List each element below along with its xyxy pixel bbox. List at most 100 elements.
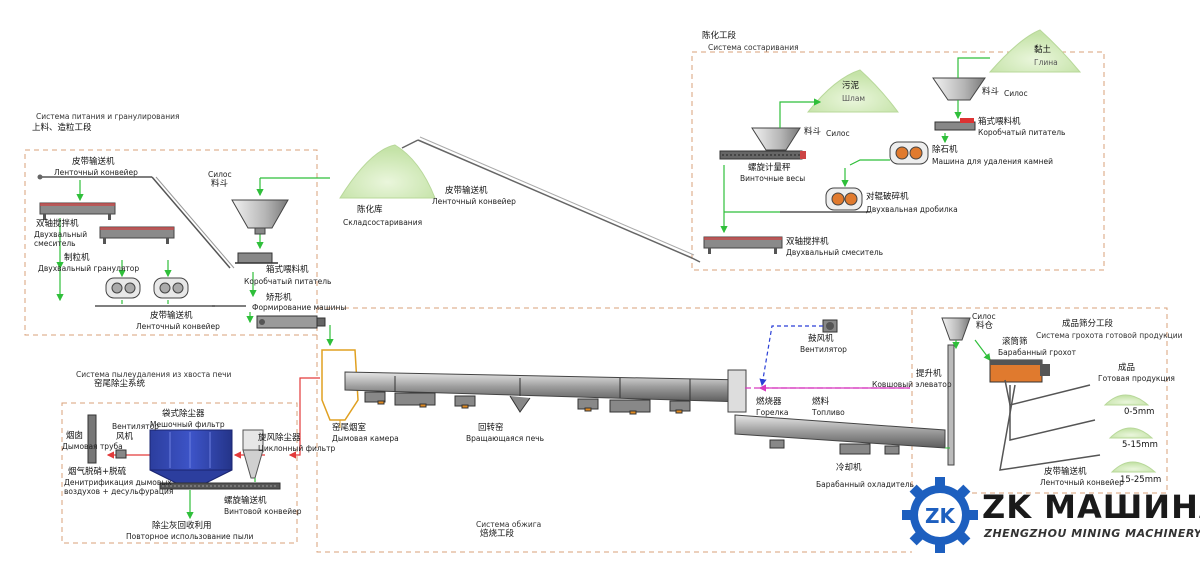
cooler-ru: Барабанный охладитель [816, 480, 914, 489]
sludge-pile-icon [806, 69, 900, 113]
belt-top-conveyor [37, 174, 152, 180]
bag-filter-ru: Мешочный фильтр [150, 420, 225, 429]
stone-remover-zh: 除石机 [932, 145, 958, 155]
belt-long-conveyor [401, 136, 701, 263]
dust-reuse-zh: 除尘灰回收利用 [152, 521, 212, 531]
bag-filter-icon [149, 429, 233, 487]
screw-conveyor-icon [159, 482, 281, 490]
hopper-mid-zh: 料斗 [804, 127, 822, 137]
size-15-25: 15-25mm [1120, 475, 1162, 485]
fan-zh: 风机 [116, 432, 134, 442]
smoke-chamber-icon [321, 349, 359, 428]
section-tail-dust-ru: Система пылеудаления из хвоста печи [76, 370, 232, 379]
fuel-zh: 燃料 [812, 397, 830, 407]
logo-brand: ZK МАШИНА [982, 488, 1200, 526]
screw-scale-ru: Винточные весы [740, 174, 806, 183]
blower-zh: 鼓风机 [808, 334, 834, 344]
mixer-right-icon [703, 236, 783, 254]
belt-product-zh: 皮带输送机 [1044, 467, 1087, 477]
section-tail-dust-zh: 窑尾除尘系统 [94, 379, 146, 389]
product-ru: Готовая продукция [1098, 374, 1175, 383]
cyclone-icon [242, 429, 264, 479]
box-feeder-left-icon [235, 252, 278, 264]
blower-fan-icon [822, 319, 838, 333]
box-feeder-right-icon [934, 118, 976, 131]
dust-reuse-ru: Повторное использование пыли [126, 532, 254, 541]
chimney-zh: 烟囱 [66, 431, 84, 441]
product-belts [999, 379, 1101, 471]
shaping-ru: Формирование машины [252, 303, 347, 312]
screw-scale-icon [719, 150, 806, 160]
cooler-zh: 冷却机 [836, 463, 862, 473]
smoke-chamber-zh: 窑尾烟室 [332, 423, 367, 433]
burner-zh: 燃烧器 [756, 397, 782, 407]
kiln-supports [364, 391, 691, 415]
box-feeder-right-zh: 箱式喂料机 [978, 117, 1021, 127]
sludge-zh: 污泥 [842, 81, 860, 91]
bucket-elevator-icon [945, 344, 955, 466]
rotary-kiln-ru: Вращающаяся печь [466, 434, 545, 443]
section-firing-zh: 焙烧工段 [480, 529, 515, 539]
stone-remover-ru: Машина для удаления камней [932, 157, 1054, 166]
section-aging-ru: Система состаривания [708, 43, 799, 52]
bag-filter-zh: 袋式除尘器 [162, 409, 205, 419]
burner-ru: Горелка [756, 408, 789, 417]
hopper-mid-icon [751, 127, 801, 151]
stone-remover-icon [889, 141, 929, 165]
silo-right-ru: Силос [972, 312, 996, 321]
belt-long-ru: Ленточный конвейер [432, 197, 516, 206]
bucket-elevator-zh: 提升机 [916, 369, 942, 379]
frame-firing [316, 307, 912, 553]
mixer-left-icon [39, 202, 116, 220]
granulator-zh: 制粒机 [64, 253, 90, 263]
cooler-icon [734, 414, 946, 455]
section-firing-ru: Система обжига [476, 520, 542, 529]
roll-crusher-icon [825, 187, 863, 211]
hopper-right-zh: 料斗 [982, 87, 1000, 97]
box-feeder-right-ru: Коробчатый питатель [978, 128, 1066, 137]
box-feeder-left-zh: 箱式喂料机 [266, 265, 309, 275]
denitration-zh: 烟气脱硝+脱硫 [68, 467, 127, 477]
air-line [759, 325, 823, 387]
silo-left-zh: 料斗 [211, 179, 229, 189]
belt-top-zh: 皮带输送机 [72, 157, 115, 167]
section-feeding-zh: 上料、造粒工段 [32, 123, 92, 133]
logo-tagline: ZHENGZHOU MINING MACHINERY [984, 527, 1200, 540]
hopper-left-icon [231, 199, 289, 235]
frame-screening [911, 307, 1168, 494]
fuel-ru: Топливо [812, 408, 845, 417]
roll-crusher-zh: 对辊破碎机 [866, 192, 909, 202]
rotary-kiln-zh: 回转窑 [478, 423, 504, 433]
granulator-ru: Двухвальный гранулятор [38, 264, 140, 273]
screw-conveyor-zh: 螺旋输送机 [224, 496, 267, 506]
size-5-15: 5-15mm [1122, 440, 1158, 450]
size-0-5: 0-5mm [1124, 407, 1155, 417]
aging-store-ru: Складсостаривания [343, 218, 423, 227]
section-screening-zh: 成品筛分工段 [1062, 319, 1114, 329]
logo-mark: ZK [925, 504, 957, 528]
bucket-elevator-ru: Ковшовый элеватор [872, 380, 952, 389]
chimney-icon [87, 414, 97, 464]
shaping-machine-icon [256, 315, 326, 329]
hopper-mid-ru: Силос [826, 129, 850, 138]
mixer-left2-icon [99, 226, 175, 244]
chimney-ru: Дымовая труба [62, 442, 123, 451]
mixer-right-zh: 双轴搅拌机 [786, 237, 829, 247]
cyclone-ru: Циклонный фильтр [258, 444, 336, 453]
screw-scale-zh: 螺旋计量秤 [748, 163, 791, 173]
hopper-right-ru: Силос [1004, 89, 1028, 98]
hopper-right-icon [932, 77, 986, 101]
drum-screen-zh: 滚筒筛 [1002, 337, 1028, 347]
frame-tail-dust [61, 402, 298, 544]
belt-bottom-ru: Ленточный конвейер [136, 322, 220, 331]
aging-store-zh: 陈化库 [357, 205, 383, 215]
section-frames [24, 51, 1168, 553]
product-zh: 成品 [1118, 363, 1136, 373]
box-feeder-left-ru: Коробчатый питатель [244, 277, 332, 286]
blower-ru: Вентилятор [800, 345, 847, 354]
silo-right-zh: 料仓 [976, 321, 994, 331]
smoke-chamber-ru: Дымовая камера [332, 434, 399, 443]
granulator-icon [105, 277, 189, 299]
